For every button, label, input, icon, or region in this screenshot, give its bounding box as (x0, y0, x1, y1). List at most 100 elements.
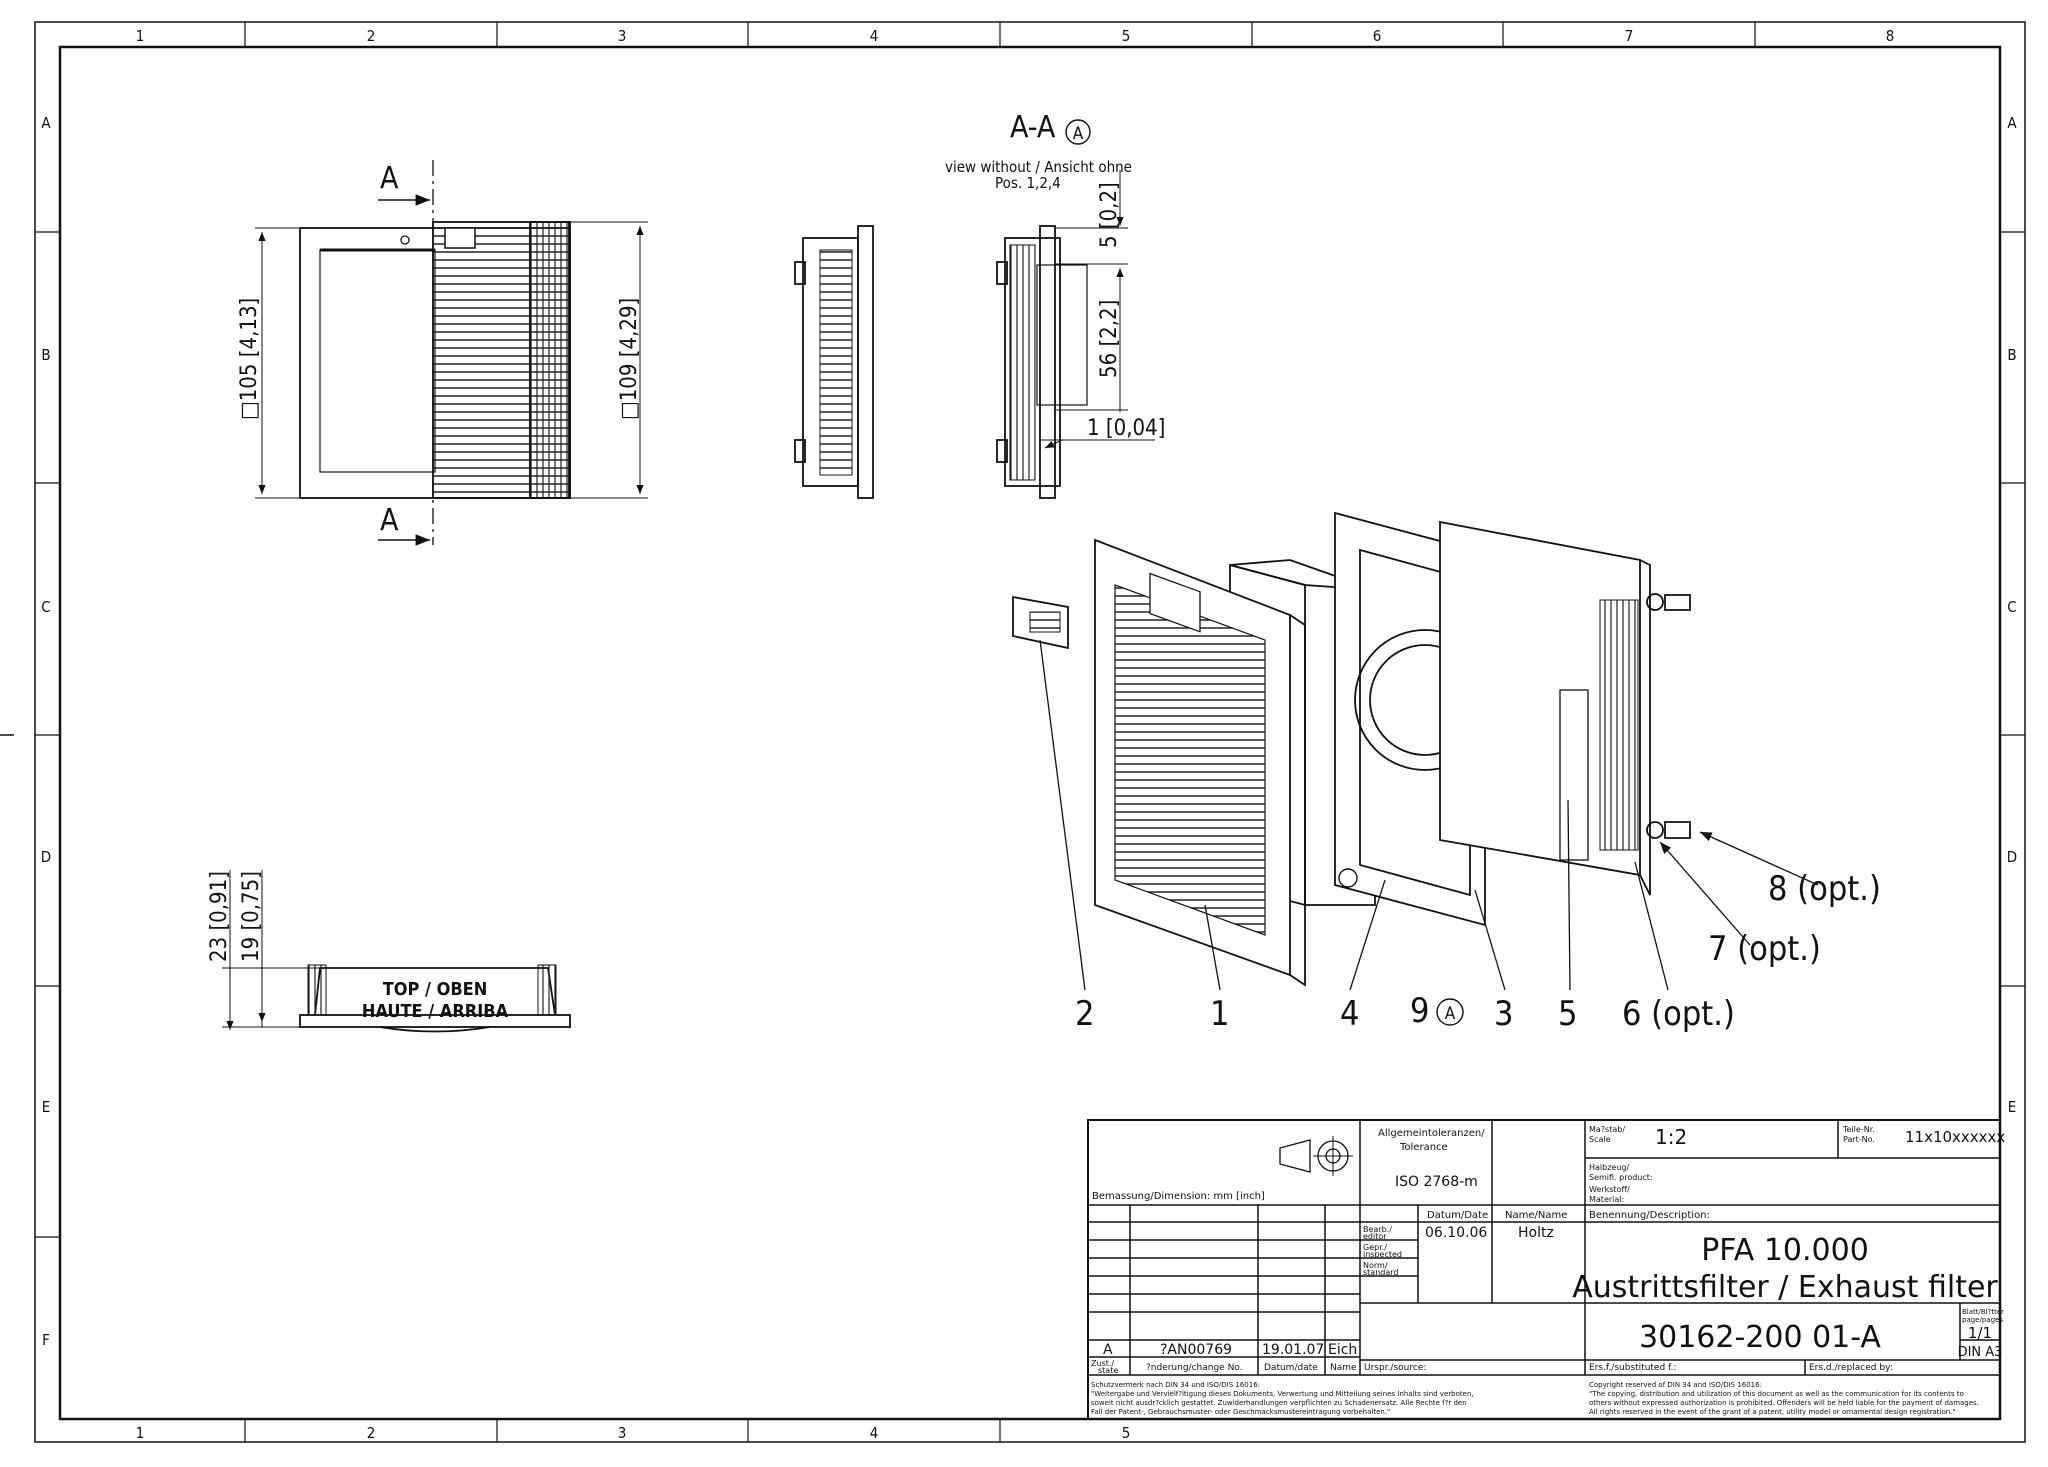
edited-name: Holtz (1518, 1225, 1554, 1241)
zone-row-left: F (42, 1331, 50, 1349)
dimension-note: Bemassung/Dimension: mm [inch] (1092, 1191, 1265, 1202)
balloon-6: 6 (opt.) (1622, 994, 1735, 1034)
section-note-line-1: view without / Ansicht ohne (945, 158, 1132, 176)
sheet-format: DIN A3 (1958, 1345, 2003, 1360)
edited-date: 06.10.06 (1425, 1225, 1487, 1241)
balloon-4: 4 (1340, 994, 1359, 1034)
dimension-5: 5 [0,2] (1097, 182, 1122, 248)
section-detail-ref: A (1073, 124, 1084, 144)
inspected-label-2: inspected (1363, 1250, 1402, 1259)
semi-label-2: Semifi. product: (1589, 1173, 1653, 1182)
legal-de-1: Schutzvermerk nach DIN 34 und ISO/DIS 16… (1091, 1381, 1260, 1389)
dimension-1: 1 [0,04] (1087, 416, 1165, 441)
replaced-by-label: Ers.d./replaced by: (1809, 1363, 1893, 1373)
name-label: Name (1330, 1363, 1357, 1373)
balloon-3: 3 (1494, 994, 1513, 1034)
front-view (255, 160, 648, 546)
zone-row-left: C (41, 598, 50, 616)
date-label: Datum/date (1264, 1363, 1318, 1373)
legal-de-3: soweit nicht ausdr?cklich gestattet. Zuw… (1091, 1399, 1467, 1407)
source-label: Urspr./source: (1364, 1363, 1426, 1373)
part-no-value: 11x10xxxxxx (1905, 1128, 2005, 1146)
dimension-105: □105 [4,13] (237, 298, 262, 420)
balloon-7: 7 (opt.) (1708, 929, 1821, 969)
balloon-9: 9 (1410, 991, 1429, 1031)
part-no-label-1: Teile-Nr. (1842, 1125, 1875, 1134)
inspected-label-1: Gepr./ (1363, 1243, 1387, 1252)
bottom-view (222, 870, 571, 1033)
sheet-frame (0, 21, 2026, 1443)
zone-col-top: 2 (367, 27, 376, 45)
balloon-1: 1 (1210, 994, 1229, 1034)
rev-state: A (1103, 1342, 1113, 1358)
balloon-8: 8 (opt.) (1768, 869, 1881, 909)
state-label-2: state (1098, 1366, 1118, 1375)
legal-de-2: "Weitergabe und Vervielf?ltigung dieses … (1091, 1390, 1474, 1398)
balloon-5: 5 (1558, 994, 1577, 1034)
product-name: PFA 10.000 (1701, 1233, 1869, 1268)
legal-en-3: others without expressed authorization i… (1589, 1399, 1979, 1407)
section-detail-circle (1065, 119, 1091, 145)
tolerance-value: ISO 2768-m (1395, 1174, 1478, 1190)
semi-label-1: Halbzeug/ (1589, 1163, 1629, 1172)
cut-marker-bottom: A (380, 503, 399, 538)
state-label-1: Zust./ (1091, 1359, 1114, 1368)
dimension-19: 19 [0,75] (239, 871, 264, 962)
cut-marker-top: A (380, 161, 399, 196)
zone-grid (35, 22, 2025, 1442)
standard-label-2: standard (1363, 1268, 1398, 1277)
zone-col-top: 6 (1373, 27, 1382, 45)
rev-change-no: ?AN00769 (1160, 1342, 1232, 1358)
sheet-value: 1/1 (1968, 1324, 1992, 1342)
part-no-label-2: Part-No. (1843, 1135, 1875, 1144)
dimension-23: 23 [0,91] (207, 871, 232, 962)
balloon-2: 2 (1075, 994, 1094, 1034)
leader-lines (1039, 639, 1819, 991)
zone-col-top: 5 (1122, 27, 1131, 45)
legal-en-4: All rights reserved in the event of the … (1589, 1408, 1956, 1416)
section-title: A-A (1010, 110, 1056, 145)
material-label-1: Werkstoff/ (1589, 1185, 1630, 1194)
legal-en-1: Copyright reserved of DIN 34 and ISO/DIS… (1589, 1381, 1762, 1389)
zone-col-top: 1 (136, 27, 145, 45)
legal-de-4: Fall der Patent-, Gebrauchsmuster- oder … (1091, 1408, 1390, 1416)
zone-row-right: A (2007, 114, 2017, 132)
zone-col-bottom: 3 (618, 1424, 627, 1442)
standard-label-1: Norm/ (1363, 1261, 1388, 1270)
zone-col-bottom: 5 (1122, 1424, 1131, 1442)
top-label-1: TOP / OBEN (383, 979, 488, 1000)
product-description: Austrittsfilter / Exhaust filter (1572, 1270, 1998, 1305)
zone-row-left: A (41, 114, 51, 132)
tolerance-label-2: Tolerance (1399, 1142, 1448, 1153)
date-header: Datum/Date (1427, 1210, 1488, 1221)
edited-label-1: Bearb./ (1363, 1225, 1392, 1234)
zone-row-right: C (2007, 598, 2016, 616)
description-label: Benennung/Description: (1589, 1210, 1710, 1221)
title-block (1087, 1119, 2001, 1420)
replaces-label: Ers.f./substituted f.: (1589, 1363, 1676, 1373)
section-note-line-2: Pos. 1,2,4 (995, 174, 1061, 192)
zone-col-bottom: 2 (367, 1424, 376, 1442)
zone-row-left: D (41, 848, 51, 866)
side-view (794, 225, 874, 499)
name-header: Name/Name (1505, 1210, 1567, 1221)
tolerance-label-1: Allgemeintoleranzen/ (1378, 1128, 1485, 1139)
exploded-view (1012, 511, 1691, 987)
material-label-2: Material: (1589, 1195, 1624, 1204)
title-block-text: Bemassung/Dimension: mm [inch] Allgemein… (1091, 1125, 2005, 1416)
sheet-label-1: Blatt/Bl?tter (1962, 1308, 2004, 1316)
dimension-56: 56 [2,2] (1097, 300, 1122, 378)
zone-col-top: 4 (870, 27, 879, 45)
zone-row-right: B (2007, 346, 2016, 364)
zone-row-left: E (42, 1098, 51, 1116)
dimension-109: □109 [4,29] (617, 298, 642, 420)
scale-label-1: Ma?stab/ (1589, 1125, 1625, 1134)
zone-row-left: B (41, 346, 50, 364)
edited-label-2: editor (1363, 1232, 1387, 1241)
sheet-label-2: page/pages (1962, 1316, 2003, 1324)
change-label: ?nderung/change No. (1146, 1363, 1243, 1373)
zone-col-bottom: 1 (136, 1424, 145, 1442)
drawing-number: 30162-200 01-A (1639, 1320, 1881, 1355)
